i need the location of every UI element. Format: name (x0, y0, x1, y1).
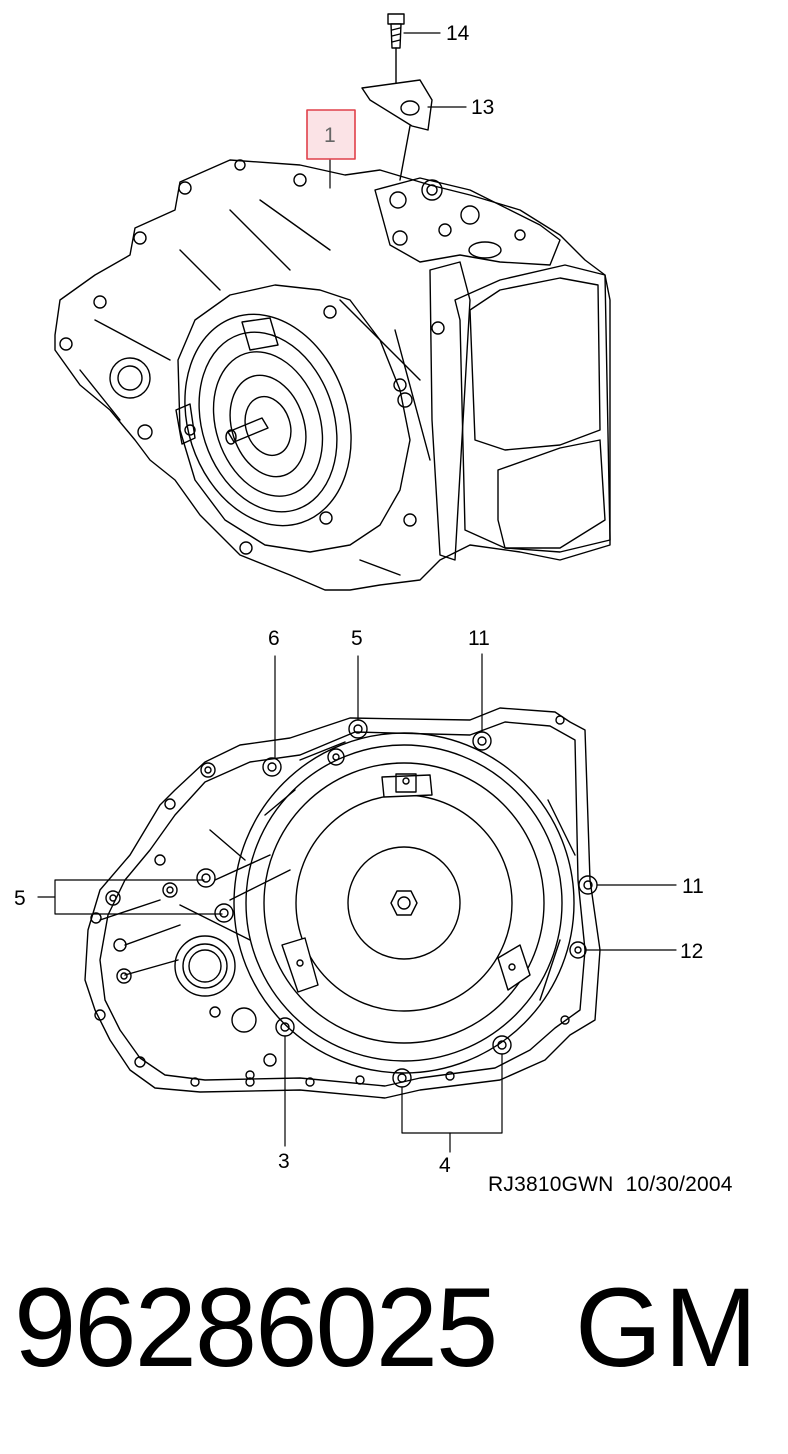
part-1-highlight-box[interactable] (306, 109, 356, 160)
callout-4[interactable]: 4 (439, 1154, 451, 1177)
callout-1[interactable]: 1 (324, 124, 336, 147)
housing-bolts (90, 715, 598, 1088)
bell-housing-face-illustration (84, 707, 601, 1099)
callout-11-top[interactable]: 11 (468, 627, 490, 650)
callout-11-right[interactable]: 11 (682, 875, 704, 898)
bottom-leader-lines (37, 653, 677, 1153)
bolt-part-14 (387, 13, 405, 89)
callout-labels: 14 13 1 6 5 11 5 11 12 3 4 (14, 22, 704, 1177)
brand-name: GM (575, 1265, 760, 1390)
callout-12[interactable]: 12 (680, 940, 703, 963)
drawing-id-and-date: RJ3810GWN 10/30/2004 (488, 1173, 733, 1196)
callout-13[interactable]: 13 (471, 96, 494, 119)
callout-14[interactable]: 14 (446, 22, 470, 45)
transmission-assembly-illustration (54, 159, 611, 591)
bracket-part-13 (361, 79, 433, 181)
callout-5-top[interactable]: 5 (351, 627, 363, 650)
callout-5-left[interactable]: 5 (14, 887, 26, 910)
callout-3[interactable]: 3 (278, 1150, 290, 1173)
top-leader-lines (329, 32, 467, 189)
part-number: 96286025 (14, 1265, 498, 1390)
callout-6[interactable]: 6 (268, 627, 280, 650)
